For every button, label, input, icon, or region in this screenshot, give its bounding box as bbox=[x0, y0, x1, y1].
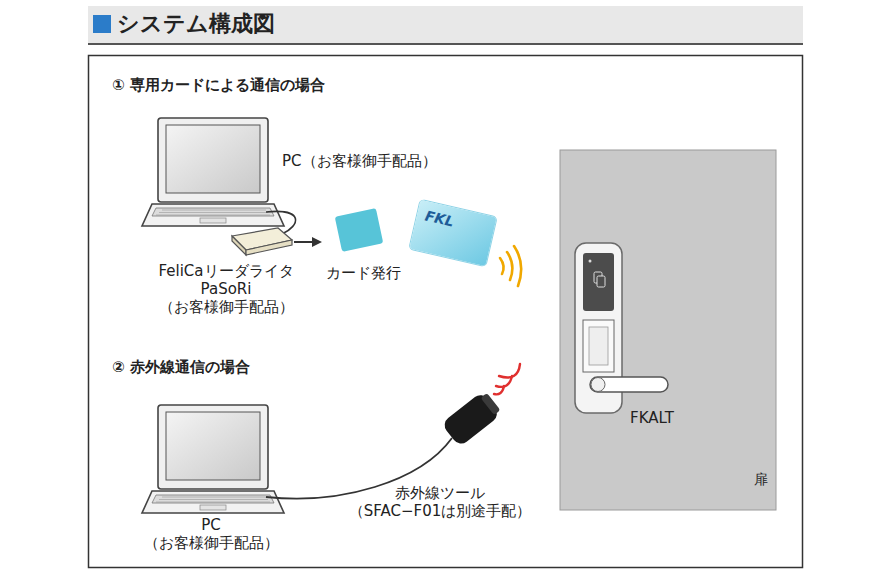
infrared-waves bbox=[494, 364, 520, 394]
title: システム構成図 bbox=[117, 10, 275, 38]
card-logo: FKL bbox=[423, 207, 456, 231]
device-label: 赤外線ツール （SFAC−F01は別途手配） bbox=[344, 484, 536, 520]
door bbox=[560, 150, 776, 510]
card-reader bbox=[232, 228, 292, 255]
title-square bbox=[93, 15, 111, 33]
issue-arrow bbox=[294, 241, 314, 243]
lock-body bbox=[575, 243, 668, 413]
section-heading: ② 赤外線通信の場合 bbox=[112, 358, 250, 376]
device-label: FeliCaリーダライタ PaSoRi （お客様御手配品） bbox=[146, 262, 306, 316]
laptop bbox=[142, 118, 284, 226]
blank-card bbox=[335, 208, 384, 252]
device-label: PC （お客様御手配品） bbox=[140, 516, 282, 552]
section-heading: ① 専用カードによる通信の場合 bbox=[112, 76, 325, 94]
laptop bbox=[142, 405, 284, 513]
device-label: カード発行 bbox=[326, 264, 401, 282]
node-label: 扉 bbox=[754, 470, 768, 488]
device-label: PC（お客様御手配品） bbox=[282, 152, 437, 170]
lock-unit: FKALT bbox=[575, 243, 622, 413]
title-bar bbox=[88, 6, 803, 43]
ic-card: FKL bbox=[409, 200, 496, 266]
door: 扉 FKALT bbox=[560, 150, 776, 510]
title-rule bbox=[88, 43, 803, 45]
arrow-head bbox=[312, 237, 322, 247]
frame bbox=[89, 56, 803, 568]
radio-waves bbox=[500, 246, 521, 286]
node-label: FKALT bbox=[630, 409, 674, 427]
ir-tool bbox=[441, 390, 503, 448]
